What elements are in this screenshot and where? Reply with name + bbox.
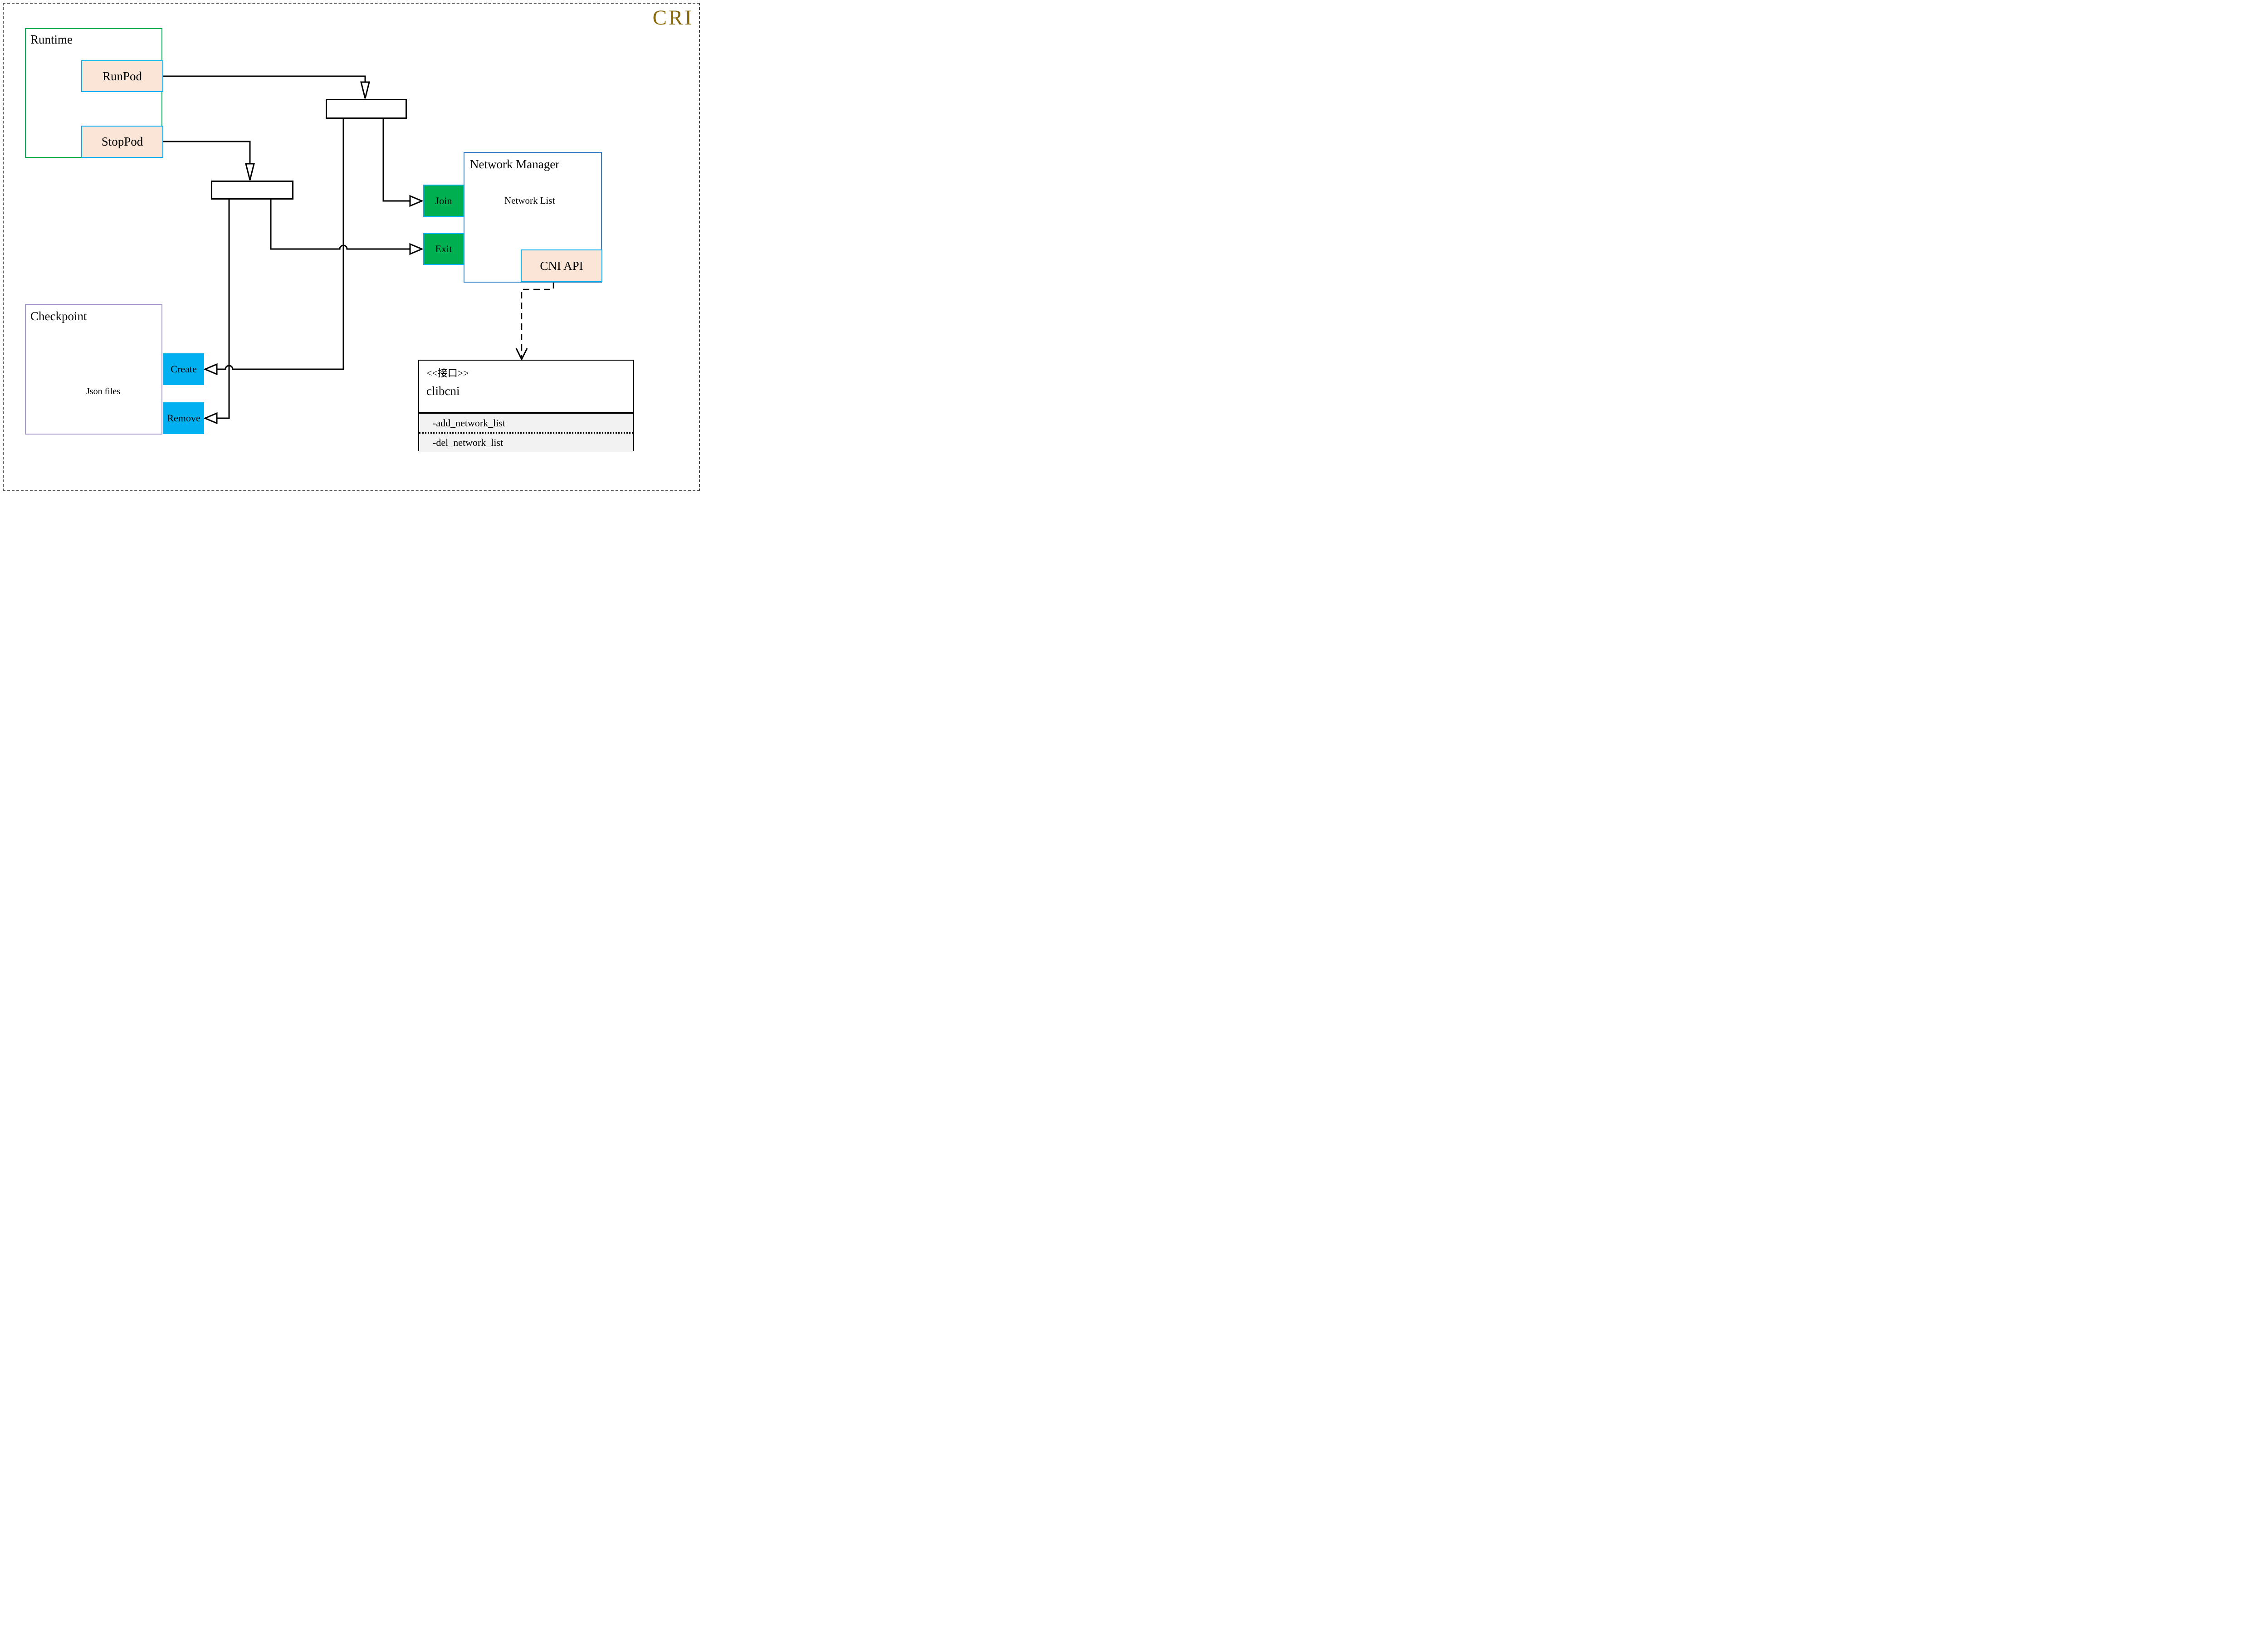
checkpoint-box: Checkpoint	[25, 304, 162, 435]
runpod-label: RunPod	[102, 69, 142, 83]
network-manager-title: Network Manager	[470, 157, 560, 171]
cni-api-node: CNI API	[521, 249, 602, 282]
arrowhead-right-join	[409, 195, 424, 207]
network-list-label: Network List	[504, 195, 555, 206]
clibcni-header: <<接口>> clibcni	[419, 361, 633, 414]
cri-label: CRI	[652, 6, 694, 29]
diagram-canvas: Runtime RunPod StopPod Network Manager J…	[0, 0, 703, 494]
clibcni-method-add: -add_network_list	[433, 417, 506, 429]
page-dashed-border	[3, 3, 700, 491]
connector-fork1-to-create	[217, 119, 344, 370]
runtime-title: Runtime	[30, 33, 73, 46]
cni-api-label: CNI API	[540, 259, 583, 273]
stoppod-label: StopPod	[101, 135, 143, 148]
remove-label: Remove	[167, 412, 200, 424]
remove-node: Remove	[163, 402, 204, 434]
create-label: Create	[171, 363, 197, 375]
clibcni-class-box: <<接口>> clibcni -add_network_list -del_ne…	[418, 360, 634, 452]
json-files-label: Json files	[86, 386, 120, 396]
join-label: Join	[435, 195, 452, 206]
exit-label: Exit	[435, 243, 452, 254]
create-node: Create	[163, 353, 204, 385]
fork-bar-stoppod	[211, 181, 293, 200]
connector-stoppod-to-fork2	[163, 141, 251, 164]
connector-runpod-to-fork1	[163, 75, 366, 82]
arrowhead-left-remove	[203, 412, 218, 425]
arrowhead-right-exit	[409, 243, 424, 255]
fork-bar-runpod	[326, 99, 407, 119]
arrowhead-down-fork2	[245, 163, 255, 181]
clibcni-name: clibcni	[426, 384, 460, 398]
clibcni-methods-section: -add_network_list -del_network_list	[419, 414, 633, 452]
arrowhead-down-fork1	[360, 81, 370, 99]
runpod-node: RunPod	[81, 60, 163, 92]
connector-fork1-to-join	[382, 119, 410, 202]
stoppod-node: StopPod	[81, 126, 163, 158]
connector-fork2-to-remove	[217, 200, 230, 419]
join-node: Join	[423, 185, 464, 217]
clibcni-method-del: -del_network_list	[419, 432, 633, 452]
open-v-arrowhead-clibcni	[515, 348, 528, 361]
checkpoint-title: Checkpoint	[30, 309, 87, 323]
exit-node: Exit	[423, 233, 464, 265]
connector-fork2-to-exit	[270, 200, 410, 250]
clibcni-stereotype: <<接口>>	[426, 367, 469, 379]
connector-cniapi-to-clibcni-dashed	[521, 282, 554, 357]
arrowhead-left-create	[203, 363, 218, 376]
